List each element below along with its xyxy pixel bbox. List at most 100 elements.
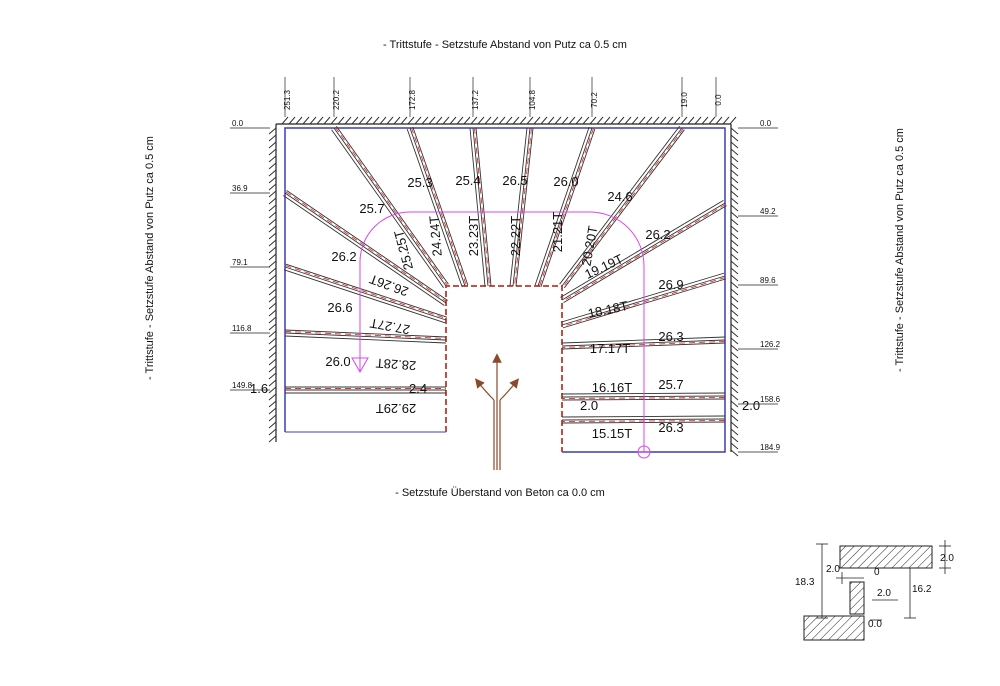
tread-depth-13: 25.7 <box>658 377 683 392</box>
tread-depth-9: 24.6 <box>607 189 632 204</box>
step-label-23: 23.23T <box>466 216 481 257</box>
riser-tread-detail: 18.3 2.0 0 2.0 2.0 16.2 0.0 <box>795 540 954 641</box>
step-line-11-3 <box>560 200 724 298</box>
step-line-8-3 <box>509 127 528 286</box>
step-line-6-3 <box>406 128 463 288</box>
right-dim-4: 126.2 <box>760 340 781 349</box>
step-line-3-1 <box>285 263 448 318</box>
tread-depth-5: 25.3 <box>407 175 432 190</box>
step-line-8-1 <box>515 128 534 287</box>
step-line-5-1 <box>336 126 449 285</box>
caption-right: - Trittstufe - Setzstufe Abstand von Put… <box>894 128 906 372</box>
riser-line-9 <box>538 128 594 287</box>
top-dimension-row: 251.3 220.2 172.8 137.2 104.8 70.2 19.0 … <box>283 77 723 117</box>
riser-line-10 <box>562 128 684 288</box>
step-line-2-2 <box>284 332 447 341</box>
wall-hatching <box>268 116 739 457</box>
detail-top-gap: 2.0 <box>826 564 840 575</box>
top-dim-5: 104.8 <box>528 89 537 110</box>
left-dim-1: 0.0 <box>232 119 244 128</box>
step-line-3-3 <box>283 269 446 324</box>
step-line-11-2 <box>561 202 726 301</box>
caption-bottom: - Setzstufe Überstand von Beton ca 0.0 c… <box>395 487 605 499</box>
step-line-15-3 <box>561 415 725 418</box>
top-dim-8: 0.0 <box>714 94 723 106</box>
riser-line-4 <box>285 191 448 303</box>
step-line-4-2 <box>284 192 447 304</box>
step-line-2-3 <box>284 335 446 344</box>
step-label-28: 28.28T <box>375 356 416 374</box>
tread-depth-6: 25.4 <box>455 173 480 188</box>
tread-depth-3: 26.2 <box>331 249 356 264</box>
step-label-20: 20.20T <box>579 225 601 268</box>
step-line-2-1 <box>285 329 447 338</box>
step-line-5-2 <box>333 127 447 287</box>
top-dim-1: 251.3 <box>283 89 292 110</box>
top-dim-6: 70.2 <box>590 92 599 108</box>
right-dim-2: 49.2 <box>760 207 776 216</box>
tread-depth-11: 26.9 <box>658 277 683 292</box>
tread-depth-7: 26.5 <box>502 173 527 188</box>
right-dim-3: 89.6 <box>760 276 776 285</box>
left-dimension-column: 0.0 36.9 79.1 116.8 149.8 <box>230 119 270 391</box>
top-dim-2: 220.2 <box>332 89 341 110</box>
step-line-10-2 <box>561 127 683 287</box>
step-line-6-1 <box>412 126 469 286</box>
step-line-7-3 <box>469 128 486 287</box>
step-label-29: 29.29T <box>376 401 417 416</box>
right-gap-value: 2.0 <box>742 398 760 413</box>
detail-riser-height: 16.2 <box>912 584 932 595</box>
riser-line-3 <box>285 265 447 320</box>
detail-total: 18.3 <box>795 577 815 588</box>
walking-line <box>351 211 651 459</box>
step-line-8-2 <box>512 127 531 287</box>
right-dim-1: 0.0 <box>760 119 772 128</box>
top-dim-4: 137.2 <box>471 89 480 110</box>
step-line-9-2 <box>537 127 593 287</box>
tread-depth-12: 26.3 <box>658 329 683 344</box>
detail-zero-mark: 0 <box>874 567 880 578</box>
detail-riser-thickness: 2.0 <box>877 588 891 599</box>
step-line-6-2 <box>409 127 466 287</box>
step-line-9-1 <box>540 128 596 288</box>
step-line-13-3 <box>561 336 725 344</box>
riser-line-7 <box>474 127 490 286</box>
tread-depth-14: 26.3 <box>658 420 683 435</box>
tread-depth-4: 25.7 <box>359 201 384 216</box>
step-line-10-1 <box>564 129 685 289</box>
detail-bottom-gap: 0.0 <box>868 619 882 630</box>
riser-line-11 <box>562 203 726 302</box>
tread-depth-2: 26.6 <box>327 300 352 315</box>
direction-arrows <box>475 353 519 470</box>
step-line-12-3 <box>561 272 725 323</box>
right-dimension-column: 0.0 49.2 89.6 126.2 158.6 184.9 <box>738 119 781 453</box>
top-dim-3: 172.8 <box>408 89 417 110</box>
step-label-16: 16.16T <box>592 380 633 395</box>
step-line-11-1 <box>563 205 727 303</box>
riser-line-5 <box>334 126 448 286</box>
tread-depth-1: 26.0 <box>325 354 350 369</box>
stair-outline <box>284 127 726 453</box>
step-line-10-3 <box>559 125 680 285</box>
step-label-21: 21.21T <box>550 212 565 253</box>
right-step-value: 2.0 <box>580 398 598 413</box>
step-label-15: 15.15T <box>592 426 633 441</box>
step-line-4-1 <box>286 190 448 301</box>
left-dim-3: 79.1 <box>232 258 248 267</box>
step-line-3-2 <box>284 266 447 321</box>
top-dim-7: 19.0 <box>680 92 689 108</box>
right-dim-6: 184.9 <box>760 443 781 452</box>
step-line-9-3 <box>534 126 590 286</box>
left-dim-5: 149.8 <box>232 381 253 390</box>
step-label-27: 27.27T <box>369 316 412 338</box>
step-line-5-3 <box>331 129 444 288</box>
step-line-7-2 <box>472 127 489 287</box>
step-label-26: 26.26T <box>367 271 410 299</box>
caption-left: - Trittstufe - Setzstufe Abstand von Put… <box>144 136 156 380</box>
step-label-22: 22.22T <box>508 216 523 257</box>
step-label-17: 17.17T <box>590 341 631 356</box>
tread-depth-labels: 26.0 26.6 26.2 25.7 25.3 25.4 26.5 26.0 … <box>325 173 683 435</box>
riser-line-6 <box>410 127 467 286</box>
left-step-value: 2.4 <box>409 381 427 396</box>
